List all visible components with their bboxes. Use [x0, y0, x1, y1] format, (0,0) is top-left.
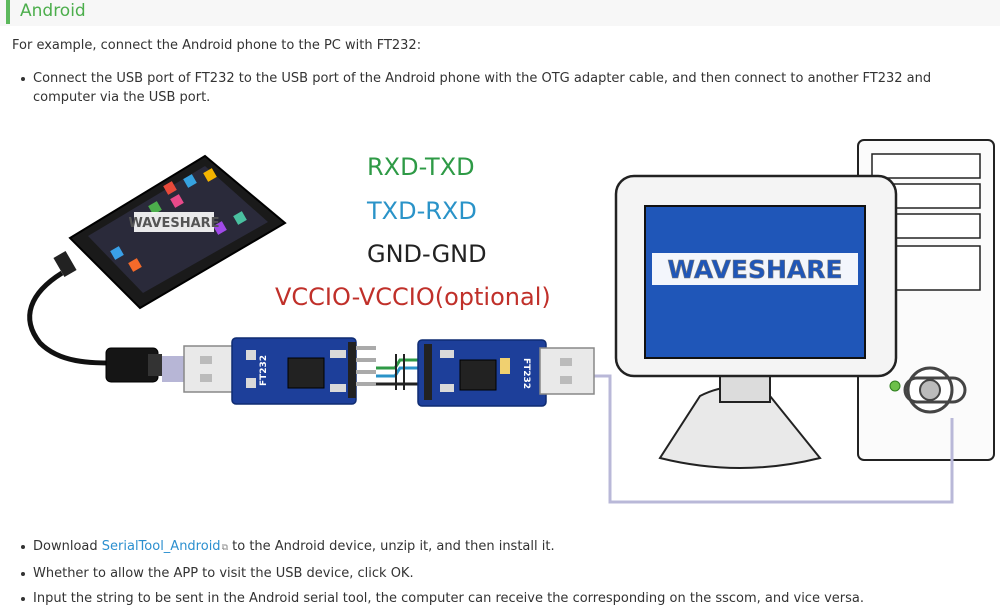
board-left-label: FT232 [259, 355, 269, 386]
ft232-board-left: FT232 [162, 337, 376, 405]
intro-text: For example, connect the Android phone t… [12, 38, 422, 53]
download-prefix: Download [33, 539, 102, 554]
bottom-bullet-list: Download SerialTool_Android⧉ to the Andr… [12, 537, 992, 614]
section-header: Android [0, 0, 1000, 26]
list-item: Input the string to be sent in the Andro… [12, 589, 992, 608]
monitor: WAVESHARE [614, 174, 898, 469]
monitor-logo: WAVESHARE [667, 255, 842, 284]
wiring-label-gnd-gnd: GND-GND [367, 240, 487, 268]
jumper-wires [376, 354, 418, 390]
section-accent-bar [6, 0, 10, 24]
board-right-label: FT232 [521, 358, 531, 389]
wiring-label-rxd-txd: RXD-TXD [367, 153, 475, 181]
pc-cable [592, 374, 954, 504]
list-item: Download SerialTool_Android⧉ to the Andr… [12, 537, 992, 558]
external-link-icon[interactable]: ⧉ [221, 543, 228, 553]
list-item: Connect the USB port of FT232 to the USB… [12, 69, 992, 107]
android-phone: WAVESHARE [68, 154, 287, 310]
serialtool-android-link[interactable]: SerialTool_Android [101, 539, 221, 554]
top-bullet-list: Connect the USB port of FT232 to the USB… [12, 69, 992, 107]
download-suffix: to the Android device, unzip it, and the… [228, 539, 555, 554]
otg-cable [27, 250, 162, 383]
list-item: Whether to allow the APP to visit the US… [12, 564, 992, 583]
wiring-label-txd-rxd: TXD-RXD [366, 197, 477, 225]
connection-diagram: WAVESHARE WAVESHARE FT232 [27, 139, 995, 504]
ft232-board-right: FT232 [417, 339, 595, 407]
phone-logo: WAVESHARE [128, 216, 219, 231]
section-title: Android [20, 1, 86, 21]
wiring-label-vccio: VCCIO-VCCIO(optional) [275, 283, 551, 311]
